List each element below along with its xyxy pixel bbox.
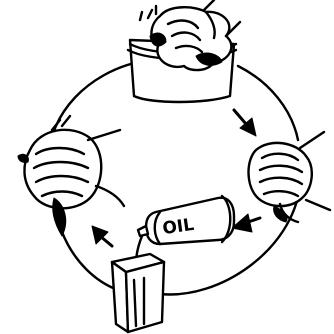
arrow-bottom-right bbox=[231, 213, 262, 233]
arrow-top-right bbox=[232, 108, 257, 137]
container-box-icon bbox=[110, 252, 166, 334]
oil-can-pouring-icon: OIL bbox=[134, 194, 236, 266]
hands-holding-filter-icon bbox=[17, 114, 126, 237]
cycle-circle bbox=[46, 60, 302, 296]
hand-squeezing-filter-icon bbox=[126, 0, 242, 104]
arrow-bottom-left bbox=[91, 225, 114, 248]
hands-wiping-filter-icon bbox=[247, 130, 332, 224]
oil-can-label: OIL bbox=[161, 215, 195, 239]
